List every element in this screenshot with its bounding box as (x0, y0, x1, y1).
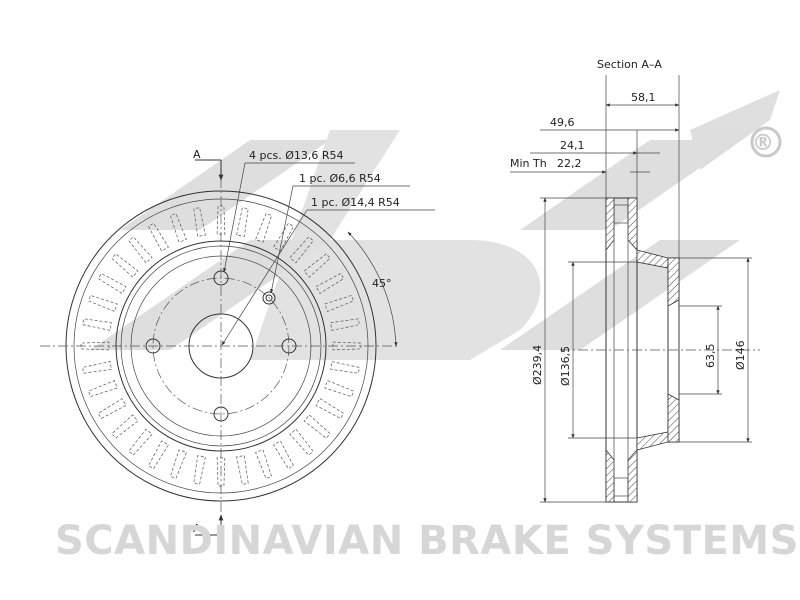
cooling-vane (88, 294, 118, 312)
bolt-hole-left (145, 338, 161, 354)
dim-center-bore: 63,5 (704, 344, 717, 369)
cooling-vane (82, 361, 112, 374)
sbs-watermark-logo (90, 90, 780, 360)
cooling-vane (193, 455, 206, 485)
cooling-vane (97, 398, 127, 419)
cooling-vane (148, 440, 169, 470)
angle-arc (347, 231, 398, 347)
company-name-watermark: SCANDINAVIAN BRAKE SYSTEMS (55, 518, 799, 564)
callout-locating-hole-large: 1 pc. Ø14,4 R54 (311, 196, 400, 209)
dim-min-thickness-label: Min Th (510, 157, 547, 170)
callout-bolt-holes: 4 pcs. Ø13,6 R54 (249, 149, 344, 162)
cooling-vane (128, 428, 153, 456)
dim-outer-diameter: Ø239,4 (531, 345, 544, 385)
cooling-vane (88, 380, 118, 398)
dim-hat-diameter: Ø136,5 (559, 346, 572, 386)
cooling-vane (315, 398, 345, 419)
cooling-vane (111, 414, 139, 439)
vent-channels (613, 204, 629, 497)
cooling-vane (255, 449, 273, 479)
dim-min-thickness: 22,2 (557, 157, 582, 170)
ring-hatch-top-left (605, 197, 615, 252)
cooling-vane (97, 273, 127, 294)
ring-hatch-top-right (627, 197, 638, 252)
cooling-vane (303, 414, 331, 439)
section-mark-bottom: A (193, 514, 224, 536)
dim-hat-depth: 49,6 (550, 116, 575, 129)
cooling-vane (169, 449, 187, 479)
ring-hatch-bottom-right (627, 448, 638, 503)
hat-bottom-wall (636, 431, 669, 451)
cooling-vane (236, 207, 249, 237)
front-view: A A 4 pcs. Ø13,6 R54 1 pc. Ø6,6 R54 1 pc… (40, 148, 435, 536)
ring-hatch-bottom-left (605, 448, 615, 503)
cooling-vane (236, 455, 249, 485)
cooling-vane (255, 213, 273, 243)
section-title: Section A–A (597, 58, 662, 71)
section-view: Section A–A 58,1 49,6 2 (510, 58, 760, 503)
dim-overall-height: 58,1 (631, 91, 656, 104)
cooling-vane (111, 253, 139, 278)
cooling-vane (82, 318, 112, 331)
hat-face-hatch-bottom (667, 393, 680, 443)
dim-flange-diameter: Ø146 (734, 340, 747, 370)
registered-circle (750, 126, 782, 158)
callout-locating-hole-small: 1 pc. Ø6,6 R54 (299, 172, 381, 185)
locating-hole-large (262, 291, 276, 305)
section-mark-bottom-label: A (193, 522, 201, 535)
hat-face-hatch-top (667, 257, 680, 307)
dim-thickness: 24,1 (560, 139, 585, 152)
section-mark-top-label: A (193, 148, 201, 161)
cooling-vane (289, 428, 314, 456)
cooling-vane (324, 380, 354, 398)
cooling-vane (273, 440, 294, 470)
cooling-vane (128, 236, 153, 264)
angle-label: 45° (372, 277, 392, 290)
section-mark-top: A (193, 148, 224, 181)
locating-hole-small (265, 294, 273, 302)
cooling-vane (330, 361, 360, 374)
registered-mark: ® (752, 131, 774, 156)
